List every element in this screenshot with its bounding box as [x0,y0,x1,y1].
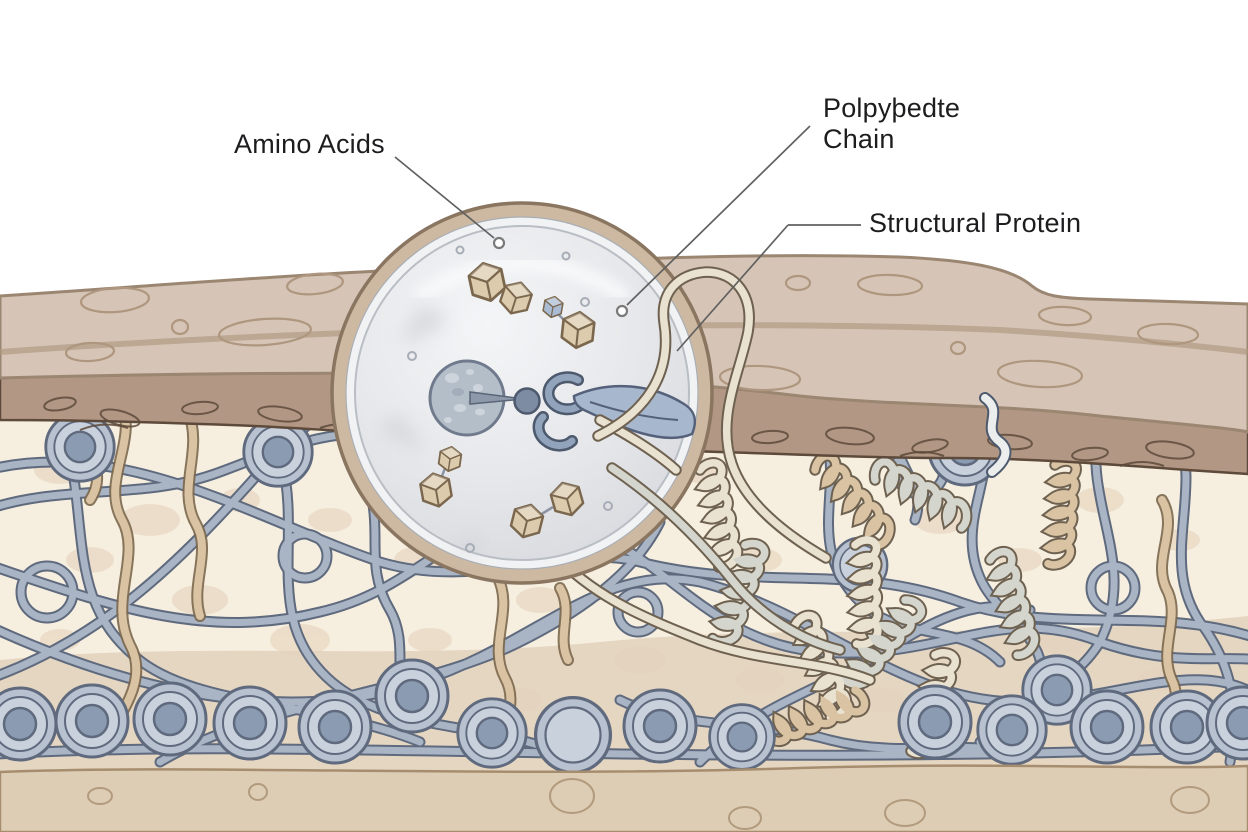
vesicle-shine [415,255,629,302]
bottom-membrane-band [0,764,1248,832]
polypeptide-chain-label: Polpyþedte Chain [823,93,961,154]
ribosome-stalk [469,391,525,405]
exiting-protein-ribbons [598,272,1012,650]
ribosome [428,359,541,437]
interior-smudges [382,308,480,552]
white-squiggle [981,394,1010,476]
structural-protein-label: Structural Protein [869,208,1082,238]
leader-lines [394,125,861,352]
band-vesicle-outlines [87,778,1210,830]
secretory-vesicle [330,201,714,585]
amino-acid-cubes [417,258,597,542]
ribosome-head [513,387,541,415]
amino-acids-label: Amino Acids [234,129,385,159]
